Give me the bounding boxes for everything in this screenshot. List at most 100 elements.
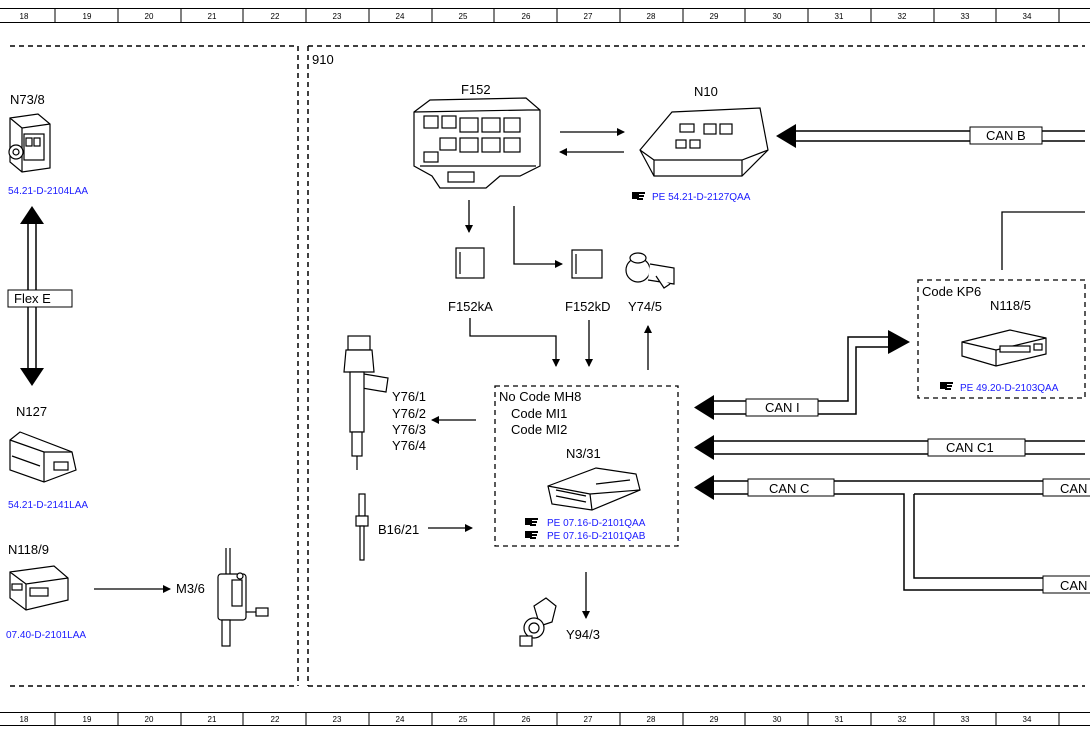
can-i-label: CAN I [765,400,800,415]
can-b-bus [776,124,1085,148]
n3-31-code-line-2: Code MI1 [511,406,567,421]
f152kd-label: F152kD [565,299,611,314]
ruler-top-cell: 25 [459,12,468,21]
f152kd-relay-icon [571,249,603,279]
ruler-bottom-cell: 27 [584,715,593,724]
n3-31-ref-link-1[interactable]: PE 07.16-D-2101QAA [547,518,646,529]
n118-5-ref-link[interactable]: PE 49.20-D-2103QAA [960,383,1059,394]
ruler-top-cell: 18 [20,12,29,21]
n3-31-ref-link-2[interactable]: PE 07.16-D-2101QAB [547,531,646,542]
ruler-bottom-cell: 29 [710,715,719,724]
n10-control-unit-icon [639,107,769,177]
ruler-bottom-cell: 22 [271,715,280,724]
ruler-bottom-cell: 25 [459,715,468,724]
ruler-top-cell: 28 [647,12,656,21]
ruler-top-cell: 34 [1023,12,1032,21]
ruler-top-cell: 27 [584,12,593,21]
n3-31-code-line-1: No Code MH8 [499,389,581,404]
ruler-top-cell: 23 [333,12,342,21]
f152ka-relay-icon [455,247,485,279]
n118-9-module-icon [9,565,69,611]
y94-3-valve-icon [519,597,557,647]
can-i-bus [694,330,910,420]
ruler-bottom: 18 19 20 21 22 23 24 25 26 27 28 29 30 3… [0,712,1090,726]
n73-8-label: N73/8 [10,92,45,107]
m3-6-fuel-pump-icon [217,548,269,647]
pointing-hand-icon [940,382,953,390]
n10-label: N10 [694,84,718,99]
kp6-code-label: Code KP6 [922,284,981,299]
n118-9-ref-link[interactable]: 07.40-D-2101LAA [6,630,86,641]
n3-31-ecu-icon [547,467,641,511]
ruler-top-cell: 26 [522,12,531,21]
ruler-top-cell: 21 [208,12,217,21]
y76-injector-icon [343,335,389,470]
y74-5-label: Y74/5 [628,299,662,314]
n127-ref-link[interactable]: 54.21-D-2141LAA [8,500,88,511]
f152-fuse-box-icon [413,97,541,189]
ruler-bottom-cell: 34 [1023,715,1032,724]
frame-number: 910 [312,52,334,67]
can-c-bus [694,475,1090,594]
ruler-bottom-cell: 28 [647,715,656,724]
ruler-bottom-cell: 19 [83,715,92,724]
n118-5-module-icon [961,329,1047,367]
n127-module-icon [9,431,77,483]
ruler-bottom-cell: 33 [961,715,970,724]
pointing-hand-icon [525,518,538,526]
ruler-bottom-cell: 23 [333,715,342,724]
can-c-right-label-1: CAN [1060,481,1087,496]
y76-label-2: Y76/2 [392,406,426,421]
ruler-top-cell: 20 [145,12,154,21]
ruler-top-cell: 24 [396,12,405,21]
ruler-top-cell: 33 [961,12,970,21]
ruler-bottom-cell: 31 [835,715,844,724]
b16-21-sensor-icon [355,493,369,561]
ruler-bottom-cell: 18 [20,715,29,724]
y76-label-3: Y76/3 [392,422,426,437]
ruler-top-cell: 22 [271,12,280,21]
n73-8-switch-icon [8,113,51,173]
n118-5-label: N118/5 [990,298,1031,313]
n3-31-code-line-3: Code MI2 [511,422,567,437]
ruler-bottom-cell: 24 [396,715,405,724]
f152ka-label: F152kA [448,299,493,314]
can-c1-label: CAN C1 [946,440,994,455]
pointing-hand-icon [632,192,645,200]
ruler-top-cell: 29 [710,12,719,21]
can-b-label: CAN B [986,128,1026,143]
f152-label: F152 [461,82,491,97]
ruler-top-cell: 30 [773,12,782,21]
flex-e-bus [7,206,73,386]
ruler-top-cell: 32 [898,12,907,21]
n10-ref-link[interactable]: PE 54.21-D-2127QAA [652,192,751,203]
ruler-bottom-cell: 30 [773,715,782,724]
n3-31-label: N3/31 [566,446,601,461]
ruler-bottom-cell: 21 [208,715,217,724]
n73-8-ref-link[interactable]: 54.21-D-2104LAA [8,186,88,197]
y94-3-label: Y94/3 [566,627,600,642]
can-c-label: CAN C [769,481,809,496]
n127-label: N127 [16,404,47,419]
b16-21-label: B16/21 [378,522,419,537]
n3-31-code-box [494,385,679,547]
can-c1-bus [694,435,1085,460]
y76-label-4: Y76/4 [392,438,426,453]
frame-borders [10,45,1085,687]
ruler-bottom-cell: 20 [145,715,154,724]
can-c-right-label-2: CAN [1060,578,1087,593]
ruler-top-cell: 31 [835,12,844,21]
m3-6-label: M3/6 [176,581,205,596]
ruler-bottom-cell: 26 [522,715,531,724]
arrow-f152-to-f152kd [513,206,563,268]
y74-5-valve-icon [625,252,675,289]
y76-label-1: Y76/1 [392,389,426,404]
n118-9-label: N118/9 [8,542,49,557]
flex-e-label: Flex E [14,291,51,306]
kp6-code-box [917,279,1086,399]
ruler-top-cell: 19 [83,12,92,21]
kp6-feed-line [1001,211,1085,270]
arrow-f152ka-to-n3-31 [469,318,560,367]
pointing-hand-icon [525,531,538,539]
